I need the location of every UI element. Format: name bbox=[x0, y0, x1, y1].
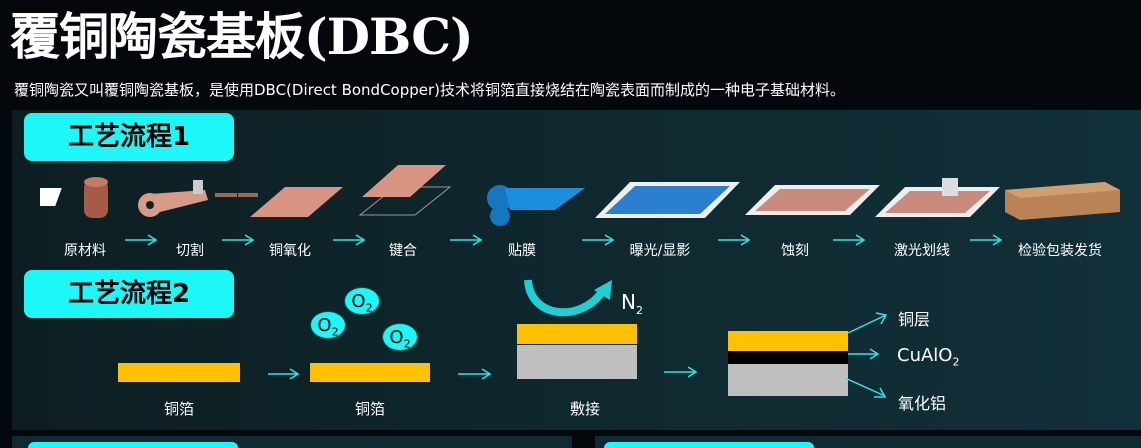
step-exposure: 曝光/显影 bbox=[629, 243, 691, 259]
bonded-copper bbox=[517, 324, 637, 344]
raw-material-icon bbox=[40, 177, 108, 218]
exposure-icon bbox=[595, 182, 740, 218]
step-bonding-2: 敷接 bbox=[569, 400, 601, 418]
cutting-icon bbox=[138, 180, 258, 217]
layer-copper bbox=[728, 331, 848, 351]
label-cualo2: CuAlO2 bbox=[897, 345, 960, 369]
page-subtitle: 覆铜陶瓷又叫覆铜陶瓷基板，是使用DBC(Direct BondCopper)技术… bbox=[14, 81, 846, 99]
etching-icon bbox=[745, 185, 880, 215]
process1-arrows bbox=[125, 234, 1003, 246]
n2-curved-arrow-icon bbox=[524, 279, 612, 317]
bottom-badge-left bbox=[28, 442, 238, 448]
bonded-ceramic bbox=[517, 345, 637, 379]
page-title: 覆铜陶瓷基板(DBC) bbox=[10, 7, 474, 66]
bottom-badge-right bbox=[604, 442, 814, 448]
step-bonding: 键合 bbox=[389, 243, 417, 259]
step-film: 贴膜 bbox=[508, 243, 536, 259]
laser-icon bbox=[875, 178, 1000, 217]
step-etching: 蚀刻 bbox=[781, 243, 809, 259]
process1-illustrations bbox=[40, 165, 1120, 226]
step-cutting: 切割 bbox=[176, 243, 204, 259]
label-copper-layer: 铜层 bbox=[898, 310, 931, 329]
step-packaging: 检验包装发货 bbox=[1018, 243, 1102, 259]
bonding-icon bbox=[358, 165, 452, 216]
step-raw-material: 原材料 bbox=[64, 243, 106, 259]
packaging-icon bbox=[1005, 182, 1120, 220]
o2-bubble: O2 bbox=[310, 311, 346, 339]
process1-badge: 工艺流程1 bbox=[24, 113, 234, 161]
label-alumina: 氧化铝 bbox=[898, 394, 947, 413]
copper-foil-1 bbox=[118, 363, 240, 382]
film-icon bbox=[487, 185, 585, 226]
oxidation-icon bbox=[250, 187, 343, 217]
o2-bubble: O2 bbox=[382, 323, 418, 351]
process2-badge: 工艺流程2 bbox=[24, 270, 234, 318]
o2-bubble: O2 bbox=[344, 287, 380, 315]
step-copper-foil-1: 铜箔 bbox=[163, 400, 195, 418]
n2-label: N2 bbox=[621, 290, 643, 317]
step-laser: 激光划线 bbox=[894, 243, 950, 259]
copper-foil-2 bbox=[310, 363, 430, 382]
process2-arrows bbox=[268, 312, 888, 398]
step-copper-foil-2: 铜箔 bbox=[354, 400, 386, 418]
layer-alumina bbox=[728, 364, 848, 396]
step-oxidation: 铜氧化 bbox=[269, 243, 311, 259]
layer-cualo2 bbox=[728, 351, 848, 364]
